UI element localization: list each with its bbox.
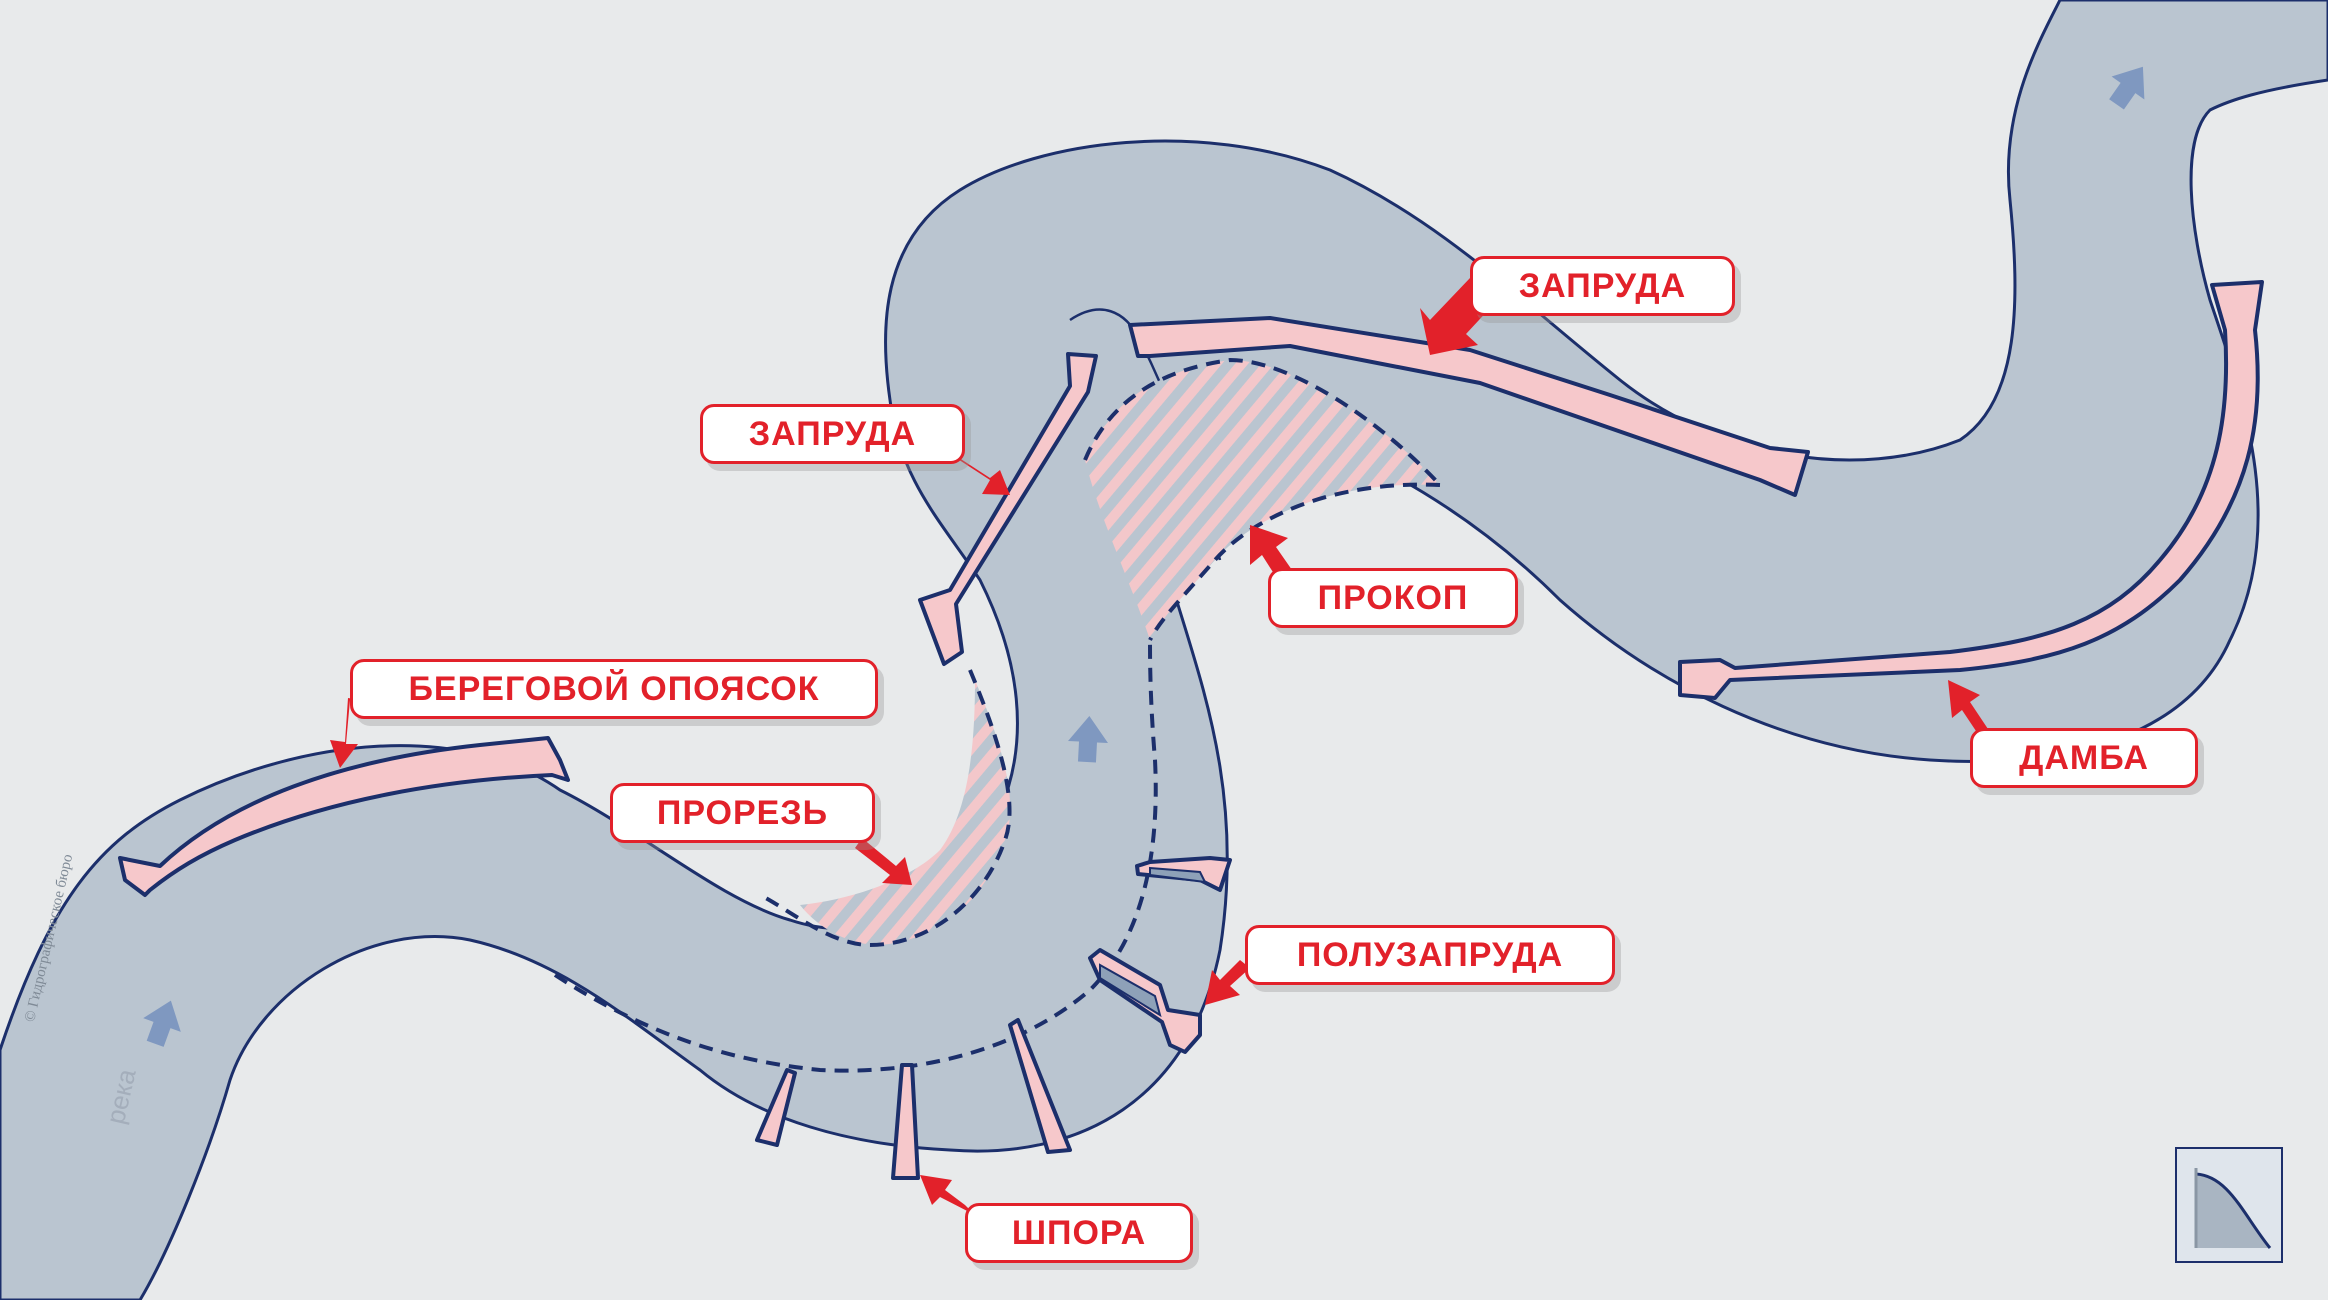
label-prokop: ПРОКОП <box>1268 568 1518 628</box>
zapruda-top <box>1128 316 1810 497</box>
pointer-zapruda-mid <box>950 440 1010 495</box>
prokop-area <box>1085 360 1440 640</box>
pointer-prorez <box>855 838 912 885</box>
damba <box>1678 280 2264 700</box>
shpora-2 <box>891 1063 920 1180</box>
pointer-beregovoi <box>330 698 360 768</box>
label-zapruda-mid: ЗАПРУДА <box>700 404 965 464</box>
pointer-poluzapruda <box>1205 960 1250 1005</box>
pointer-damba <box>1948 680 1992 740</box>
slope-logo-icon <box>2175 1147 2283 1263</box>
prokop-outline <box>1083 357 1442 641</box>
prorez-outline <box>759 669 1012 948</box>
poluzapruda-lower-riprap <box>1099 963 1162 1018</box>
beregovoi-opoyasok <box>118 736 570 897</box>
arrow-up-icon <box>2109 66 2145 110</box>
zapruda-mid <box>918 352 1098 666</box>
pointer-prokop <box>1250 525 1292 580</box>
label-beregovoi-opoyasok: БЕРЕГОВОЙ ОПОЯСОК <box>350 659 878 719</box>
shpora-3 <box>1008 1018 1072 1154</box>
prorez-area <box>800 680 1011 945</box>
shpora-1 <box>755 1068 797 1147</box>
label-prorez: ПРОРЕЗЬ <box>610 783 875 843</box>
label-damba: ДАМБА <box>1970 728 2198 788</box>
label-zapruda-top: ЗАПРУДА <box>1470 256 1735 316</box>
arrow-up-icon <box>1068 716 1108 763</box>
label-shpora: ШПОРА <box>965 1203 1193 1263</box>
pointer-shpora <box>920 1175 975 1215</box>
label-poluzapruda: ПОЛУЗАПРУДА <box>1245 925 1615 985</box>
arrow-up-icon <box>143 1000 181 1047</box>
poluzapruda-upper-riprap <box>1149 866 1207 884</box>
